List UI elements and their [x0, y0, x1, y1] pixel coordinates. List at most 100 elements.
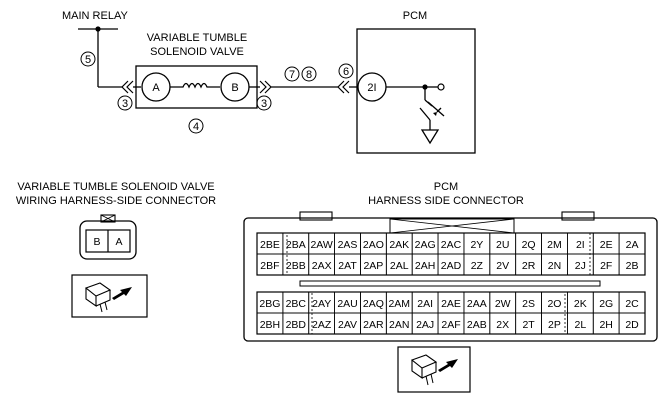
pcm-connector-body [243, 217, 658, 342]
coil-symbol [170, 82, 220, 89]
pcm-pin-label: 2X [496, 319, 509, 331]
pcm-pin-label: 2Y [470, 239, 483, 251]
callout-8: 8 [301, 66, 317, 82]
callout-7: 7 [284, 66, 300, 82]
pcm-pin-label: 2R [522, 260, 536, 272]
valve-pin-b: B [93, 236, 100, 248]
svg-text:5: 5 [85, 54, 91, 66]
valve-connector-title-line2: WIRING HARNESS-SIDE CONNECTOR [16, 195, 216, 207]
pcm-pin-label: 2Z [471, 260, 484, 272]
pcm-pin-label: 2H [599, 319, 612, 331]
pcm-pin-label: 2A [626, 239, 639, 251]
pcm-connector-section: PCM HARNESS SIDE CONNECTOR 2BE 2BA 2AW 2AS 2… [243, 181, 658, 393]
connector-latch [100, 214, 116, 223]
pcm-pin-label: 2AZ [312, 319, 332, 331]
pcm-pin-label: 2AM [388, 298, 410, 310]
pcm-pin-label: 2J [575, 260, 586, 272]
svg-text:8: 8 [306, 69, 312, 81]
pcm-pin-label: 2K [574, 298, 587, 310]
left-connector-chevron [121, 80, 134, 94]
pcm-connector-title-line1: PCM [434, 181, 458, 193]
pcm-pin-label: 2M [547, 239, 562, 251]
pcm-pin-label: 2AJ [416, 319, 434, 331]
right-connector-chevron [259, 80, 272, 94]
pcm-pin-label: 2BE [260, 239, 280, 251]
valve-title-line2: SOLENOID VALVE [150, 46, 244, 58]
pcm-pin-label: 2AU [337, 298, 357, 310]
pcm-pin-label: 2BA [286, 239, 306, 251]
pcm-pin-label: 2AC [441, 239, 462, 251]
pcm-pin-label: 2F [600, 260, 612, 272]
pcm-connector-view-icon [397, 346, 471, 393]
pcm-dashed-group-right-bottom [564, 291, 646, 335]
pcm-separator-slot [299, 280, 601, 287]
pcm-pin-label: 2AW [310, 239, 332, 251]
pcm-pin-label: 2BH [260, 319, 280, 331]
pcm-pin-label: 2AD [441, 260, 462, 272]
pcm-terminal-2i: 2I [357, 72, 387, 102]
main-relay-label: MAIN RELAY [62, 10, 128, 22]
pcm-pin-label: 2U [496, 239, 509, 251]
callout-3-left: 3 [117, 95, 133, 111]
pcm-pin-label: 2BF [260, 260, 279, 272]
terminal-a: A [141, 72, 171, 102]
pcm-pin-label: 2AX [312, 260, 332, 272]
pcm-pin-label: 2AV [338, 319, 357, 331]
pcm-pin-label: 2C [625, 298, 639, 310]
pcm-output-terminal [437, 83, 445, 91]
pcm-pin-label: 2AS [338, 239, 358, 251]
pcm-pin-label: 2S [522, 298, 535, 310]
svg-text:7: 7 [289, 69, 295, 81]
callout-3-right: 3 [256, 95, 272, 111]
valve-connector-title-line1: VARIABLE TUMBLE SOLENOID VALVE [17, 181, 214, 193]
schematic: MAIN RELAY 5 3 VARIABLE TUMBLE SOLENOID … [62, 10, 476, 154]
svg-text:2I: 2I [367, 82, 376, 94]
pcm-pin-label: 2AE [441, 298, 461, 310]
pcm-pin-label: 2AI [417, 298, 433, 310]
pcm-pin-label: 2W [495, 298, 511, 310]
pcm-pin-label: 2G [599, 298, 613, 310]
connector-view-icon [71, 274, 148, 318]
pcm-dashed-group-left-bottom [256, 291, 313, 335]
pcm-pin-label: 2L [574, 319, 586, 331]
pcm-pin-label: 2V [496, 260, 509, 272]
svg-text:3: 3 [261, 98, 267, 110]
svg-text:3: 3 [122, 98, 128, 110]
pcm-pin-label: 2D [625, 319, 639, 331]
pcm-pin-label: 2BC [286, 298, 307, 310]
pcm-pin-label: 2AO [363, 239, 384, 251]
pcm-pin-label: 2AY [312, 298, 331, 310]
transistor-symbol [419, 87, 445, 130]
pcm-pin-label: 2AT [338, 260, 357, 272]
pcm-pin-label: 2B [626, 260, 639, 272]
pcm-pin-label: 2I [576, 239, 585, 251]
pcm-dashed-group-right-top [589, 232, 646, 276]
pcm-pin-label: 2AB [467, 319, 487, 331]
valve-connector-face: B A [79, 214, 137, 260]
pcm-pin-label: 2AQ [363, 298, 384, 310]
svg-text:4: 4 [193, 121, 199, 133]
pcm-pin-label: 2BD [286, 319, 307, 331]
pcm-pin-label: 2Q [522, 239, 536, 251]
pcm-pin-label: 2AG [415, 239, 436, 251]
pcm-pin-label: 2BG [259, 298, 280, 310]
pcm-title: PCM [403, 10, 427, 22]
pcm-box [356, 28, 476, 154]
callout-4: 4 [188, 118, 204, 134]
pcm-pin-label: 2P [548, 319, 561, 331]
pcm-pin-label: 2O [547, 298, 561, 310]
pcm-pin-label: 2N [548, 260, 561, 272]
valve-connector-section: VARIABLE TUMBLE SOLENOID VALVE WIRING HA… [16, 181, 216, 318]
pcm-pin-label: 2AL [390, 260, 409, 272]
pcm-connector-title-line2: HARNESS SIDE CONNECTOR [368, 195, 524, 207]
svg-text:6: 6 [343, 66, 349, 78]
valve-pin-a: A [115, 236, 122, 248]
pcm-pin-label: 2AK [389, 239, 409, 251]
pcm-pin-label: 2AR [363, 319, 384, 331]
pcm-connector-chevron [337, 80, 350, 94]
pcm-pin-cell [618, 312, 646, 335]
valve-title-line1: VARIABLE TUMBLE [147, 32, 247, 44]
